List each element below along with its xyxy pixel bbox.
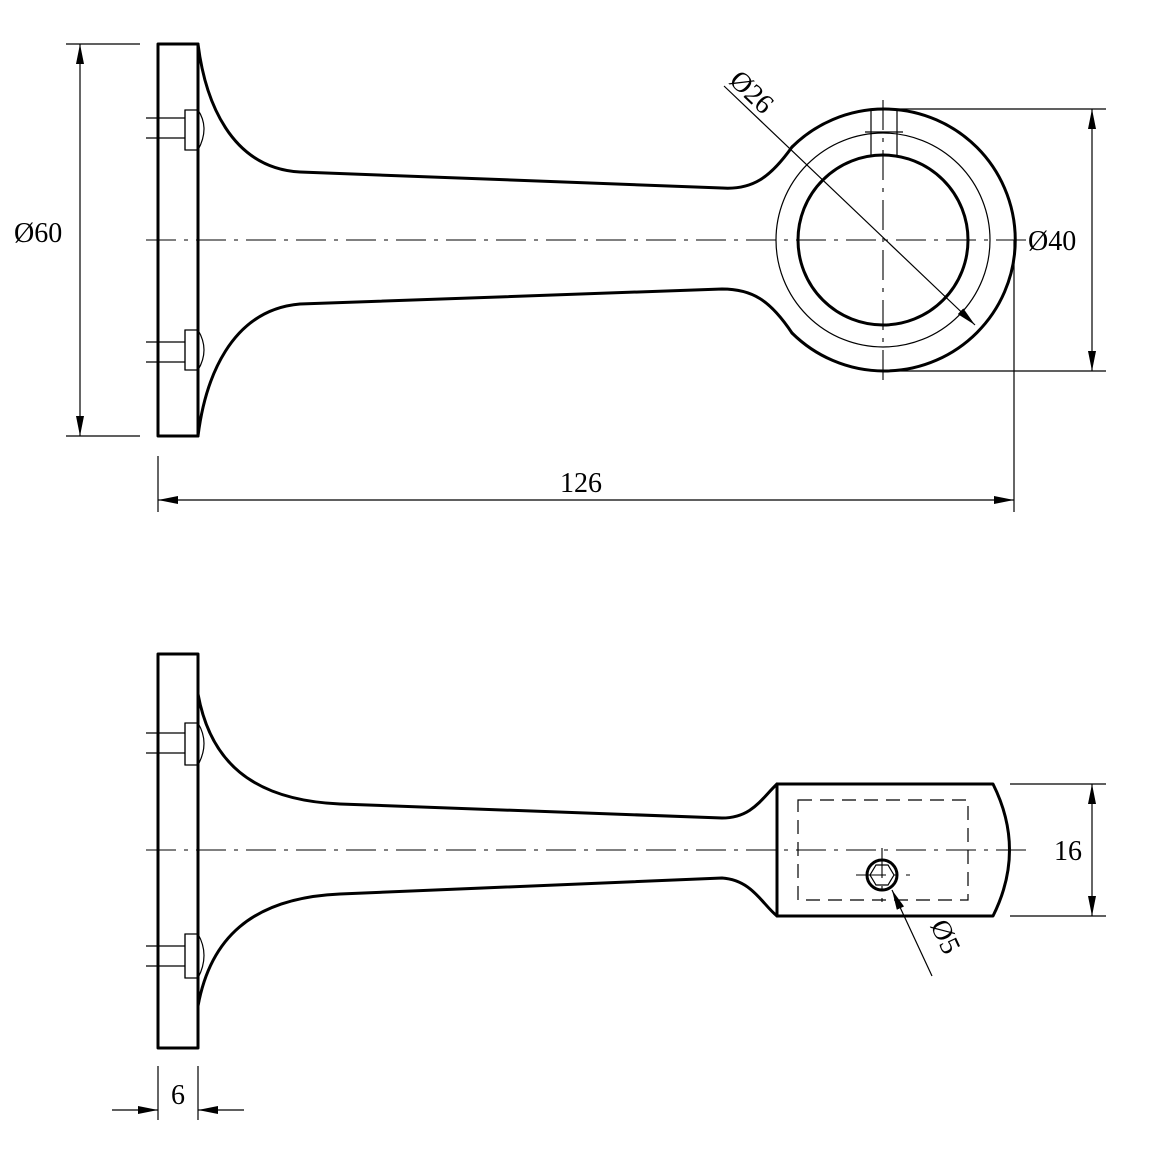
dim-head-thickness-label: 16 xyxy=(1054,836,1082,867)
side-flange xyxy=(156,652,200,1050)
side-screw-hole-upper xyxy=(146,722,205,766)
dim-head-thickness: 16 xyxy=(1010,783,1106,917)
dim-overall-length-label: 126 xyxy=(560,468,602,499)
dim-ring-diameter-label: Ø40 xyxy=(1028,226,1076,257)
dim-flange-thickness: 6 xyxy=(112,1066,244,1120)
side-view: Ø5 16 6 xyxy=(112,652,1106,1120)
top-view: Ø60 Ø26 Ø40 126 xyxy=(14,42,1106,512)
side-screw-hole-lower xyxy=(146,933,205,979)
side-arm-lower-edge xyxy=(196,876,779,1008)
top-screw-hole-upper xyxy=(146,109,205,151)
top-ring-middle xyxy=(775,132,991,348)
top-ring-outer xyxy=(790,107,1017,373)
dim-flange-diameter: Ø60 xyxy=(14,43,140,437)
dim-inner-diameter: Ø26 xyxy=(723,65,976,326)
top-arm-lower-edge xyxy=(196,287,794,438)
side-head-block xyxy=(775,782,1011,918)
dim-hole-diameter-label: Ø5 xyxy=(924,915,967,959)
dim-flange-diameter-label: Ø60 xyxy=(14,218,62,249)
side-hidden-bore xyxy=(797,799,969,901)
dim-hole-diameter: Ø5 xyxy=(891,889,967,977)
top-screw-hole-lower xyxy=(146,329,205,371)
top-flange xyxy=(156,42,200,438)
side-arm-upper-edge xyxy=(196,692,779,820)
dim-flange-thickness-label: 6 xyxy=(171,1080,185,1111)
dim-overall-length: 126 xyxy=(157,240,1015,512)
dim-inner-diameter-label: Ø26 xyxy=(723,65,779,121)
top-arm-upper-edge xyxy=(196,42,794,190)
dim-ring-diameter: Ø40 xyxy=(883,108,1106,372)
